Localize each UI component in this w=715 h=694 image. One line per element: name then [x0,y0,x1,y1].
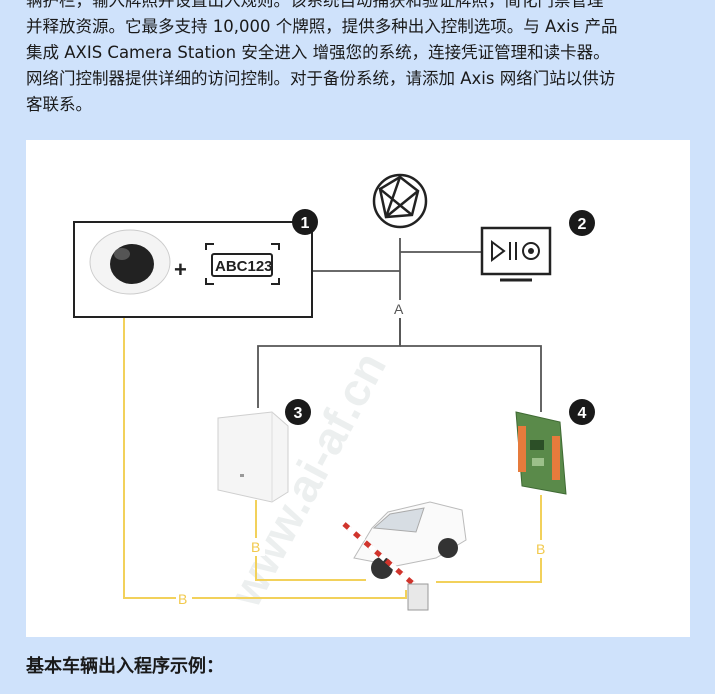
paragraph-line: 并释放资源。它最多支持 10,000 个牌照，提供多种出入控制选项。与 Axis… [26,17,618,36]
badge-3: 3 [285,399,311,425]
network-lines [257,238,542,412]
door-station-icon [217,411,289,503]
io-line-labels: B B B [176,538,550,608]
io-line-controller [436,495,542,583]
io-lines [123,318,542,599]
paragraph-line: 客联系。 [26,95,92,114]
diagram-caption: 基本车辆出入程序示例： [26,656,224,677]
car-icon [353,501,467,579]
globe-icon [372,173,428,229]
line-b-label: B [178,591,187,607]
badge-number: 2 [578,216,587,233]
badge-number: 1 [301,215,310,232]
badge-number: 4 [578,405,587,422]
badge-4: 4 [569,399,595,425]
license-plate-text: ABC123 [215,258,273,275]
line-b-label: B [536,541,545,557]
paragraph-line: 网络门控制器提供详细的访问控制。对于备份系统，请添加 Axis 网络门站以供访 [26,69,616,88]
paragraph-line: 辆护栏，输入牌照并设置出入规则。该系统自动捕获和验证牌照，简化门禁管理 [26,0,604,10]
io-line-camera [123,318,407,599]
network-line-controller [400,345,542,412]
io-line-door-station [255,500,366,581]
badge-number: 3 [294,405,303,422]
badge-1: 1 [292,209,318,235]
camera-icon [89,229,171,295]
line-b-label: B [251,539,260,555]
barrier-icon [342,522,429,611]
access-control-diagram: www.ai-af.cn B B B A [26,140,690,637]
paragraph-line: 集成 AXIS Camera Station 安全进入 增强您的系统，连接凭证管… [26,43,610,62]
badge-2: 2 [569,210,595,236]
license-plate-icon [205,243,280,285]
monitor-icon [480,226,552,282]
article-paragraph: 辆护栏，输入牌照并设置出入规则。该系统自动捕获和验证牌照，简化门禁管理 并释放资… [26,0,701,118]
plus-sign: + [174,257,187,282]
door-controller-icon [515,411,567,495]
line-a-label: A [394,301,404,317]
network-line-trunk [257,318,401,408]
